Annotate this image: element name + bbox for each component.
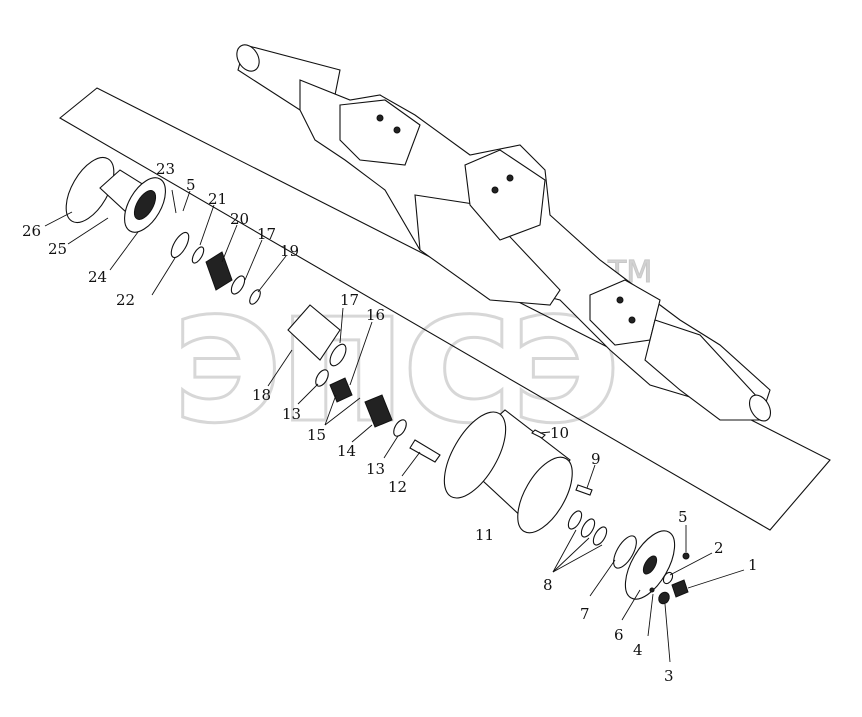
part-20-bearing xyxy=(205,251,233,291)
part-21-washer xyxy=(191,246,205,264)
center-boss xyxy=(464,149,546,241)
callout-7: 7 xyxy=(580,605,590,623)
callout-1: 1 xyxy=(748,556,758,574)
callout-17b: 17 xyxy=(340,291,359,309)
bolt-hole xyxy=(628,316,636,324)
callout-13b: 13 xyxy=(366,460,385,478)
part-13-washer-2 xyxy=(393,419,407,437)
callout-2: 2 xyxy=(714,539,724,557)
callout-23: 23 xyxy=(156,160,175,178)
callout-10: 10 xyxy=(550,424,569,442)
part-4-ball xyxy=(649,587,655,593)
callout-15: 15 xyxy=(307,426,326,444)
part-17-spacer xyxy=(230,275,246,295)
bolt-hole xyxy=(491,186,499,194)
callout-20: 20 xyxy=(230,210,249,228)
callout-25: 25 xyxy=(48,240,67,258)
callout-24: 24 xyxy=(88,268,107,286)
bolt-hole xyxy=(616,296,624,304)
callout-5a: 5 xyxy=(186,176,196,194)
part-8-shim xyxy=(592,526,608,546)
callout-19: 19 xyxy=(280,242,299,260)
left-spring-seat xyxy=(339,99,421,166)
part-3-plug xyxy=(658,591,670,605)
callout-16: 16 xyxy=(366,306,385,324)
part-22-bearing xyxy=(170,231,190,259)
part-12-pin xyxy=(409,439,441,463)
part-8-shim xyxy=(580,518,596,538)
axle-housing xyxy=(236,44,772,422)
part-11-face xyxy=(517,456,573,534)
callout-17a: 17 xyxy=(257,225,276,243)
part-1-nut xyxy=(671,579,689,598)
leader-lines xyxy=(44,189,745,663)
callout-9: 9 xyxy=(591,450,601,468)
callout-14: 14 xyxy=(337,442,356,460)
parts-right xyxy=(443,409,690,605)
callout-8: 8 xyxy=(543,576,553,594)
part-7-snap-ring xyxy=(613,535,637,569)
part-13-washer xyxy=(315,369,329,387)
callout-4: 4 xyxy=(633,641,643,659)
left-spindle-end xyxy=(236,44,260,72)
callouts: 26 25 24 23 5 21 20 17 19 22 17 16 18 13… xyxy=(22,160,758,685)
frame-outline xyxy=(59,87,831,531)
part-11-flange xyxy=(443,411,507,499)
part-17-washer xyxy=(329,343,347,367)
part-9-bolt xyxy=(575,484,593,496)
right-spindle-end xyxy=(748,394,772,422)
part-14-gear xyxy=(364,394,393,428)
callout-6: 6 xyxy=(614,626,624,644)
callout-12: 12 xyxy=(388,478,407,496)
part-5-plug xyxy=(682,552,690,560)
callout-26: 26 xyxy=(22,222,41,240)
part-10-stud xyxy=(531,429,546,439)
callout-21: 21 xyxy=(208,190,227,208)
bolt-hole xyxy=(393,126,401,134)
frame-lines xyxy=(59,87,831,531)
callout-18: 18 xyxy=(252,386,271,404)
callout-5b: 5 xyxy=(678,508,688,526)
bolt-hole xyxy=(376,114,384,122)
callout-22: 22 xyxy=(116,291,135,309)
part-8-shim xyxy=(567,510,583,530)
part-18-hub xyxy=(287,304,341,361)
parts-left xyxy=(65,157,441,463)
part-26-snap-ring xyxy=(65,157,115,223)
bolt-hole xyxy=(506,174,514,182)
right-spindle xyxy=(644,319,766,421)
callout-3: 3 xyxy=(664,667,674,685)
callout-13a: 13 xyxy=(282,405,301,423)
callout-11: 11 xyxy=(475,526,494,544)
